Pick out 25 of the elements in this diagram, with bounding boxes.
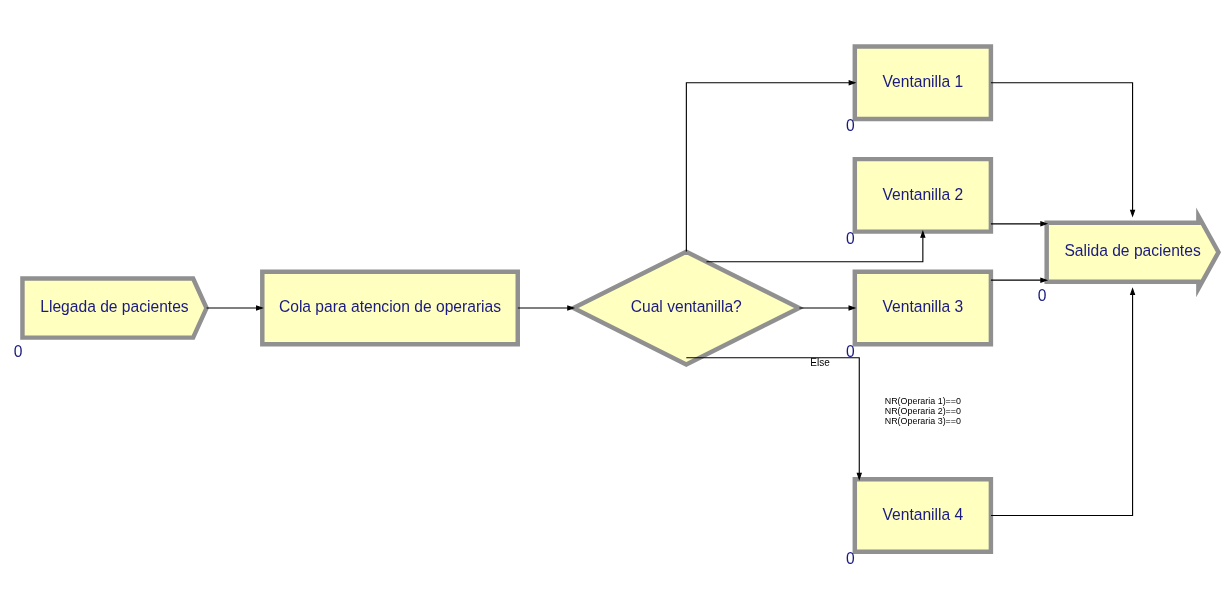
node-label: 0 (846, 549, 855, 567)
arrow (990, 286, 1136, 516)
node-label: 0 (846, 342, 855, 360)
arrow (798, 304, 857, 311)
node-box: Cola para atencion de operarias (260, 269, 520, 347)
edge-label: Else (810, 356, 830, 368)
label: NR(Operaria 1)==0 (884, 395, 961, 406)
arrow (206, 304, 264, 311)
node-box: Ventanilla 2 (852, 156, 994, 234)
arrow (685, 79, 857, 252)
arrow (990, 220, 1049, 227)
arrow (990, 276, 1049, 283)
node-box: Ventanilla 3 (852, 269, 994, 347)
node-box: Ventanilla 1 (852, 43, 994, 121)
node-label: 0 (13, 342, 23, 360)
arrow (517, 304, 576, 311)
node-label: 0 (1037, 286, 1047, 304)
node-box: Ventanilla 4 (852, 476, 994, 554)
arrow (685, 356, 862, 481)
arrow (705, 229, 926, 262)
arrow (990, 81, 1136, 218)
label: NR(Operaria 2)==0 (884, 405, 961, 416)
label: NR(Operaria 3)==0 (884, 415, 961, 426)
node-label: 0 (846, 116, 855, 134)
node-label: 0 (846, 229, 855, 247)
